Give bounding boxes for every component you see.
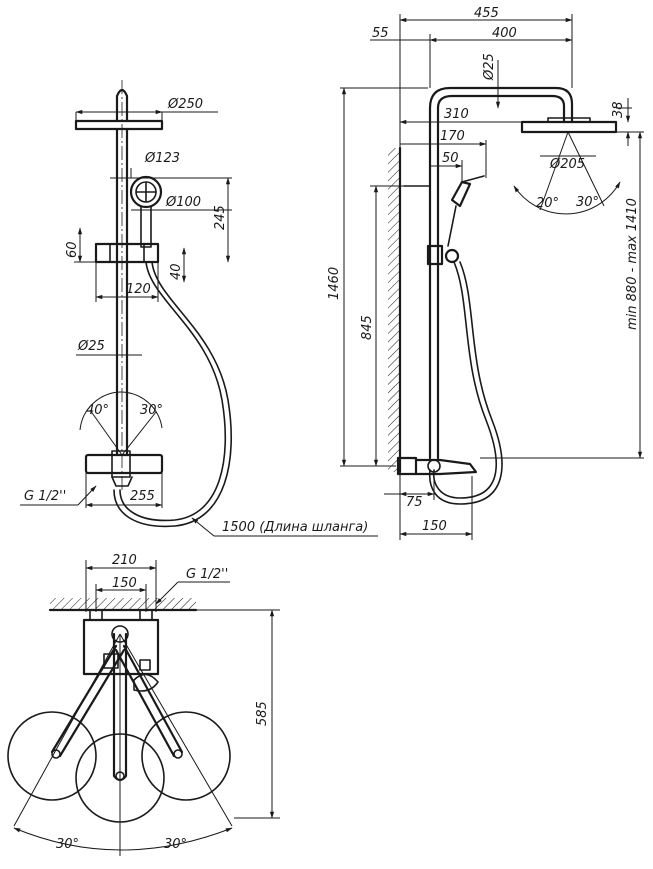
side-w75-label: 75 <box>406 495 423 510</box>
side-tilt-left-label: 20° <box>536 196 559 211</box>
front-w120-label: 120 <box>126 282 151 297</box>
front-angle-left-label: 40° <box>86 403 109 418</box>
front-dia-head-label: Ø250 <box>167 97 203 112</box>
side-w50-label: 50 <box>442 151 459 166</box>
front-view: Ø250 Ø123 Ø100 245 60 40 120 <box>20 80 378 537</box>
side-dia-arm-label: Ø25 <box>482 53 497 81</box>
side-w150-label: 150 <box>422 519 447 534</box>
side-w170-label: 170 <box>440 129 465 144</box>
side-h38-label: 38 <box>611 101 626 118</box>
front-h245-label: 245 <box>213 205 228 230</box>
side-h845-label: 845 <box>360 315 375 340</box>
front-dia-rod-label: Ø25 <box>77 339 105 354</box>
top-angle-right-label: 30° <box>164 837 187 852</box>
side-view: 20° 30° Ø205 455 55 400 Ø25 310 38 170 5… <box>327 6 644 540</box>
top-thread-label: G 1/2'' <box>186 567 228 582</box>
top-w210-label: 210 <box>112 553 137 568</box>
side-w55-label: 55 <box>372 26 389 41</box>
front-angle-right-label: 30° <box>140 403 163 418</box>
front-dia-holder-label: Ø100 <box>165 195 201 210</box>
side-w310-label: 310 <box>444 107 469 122</box>
side-h1460-label: 1460 <box>327 267 342 300</box>
top-view: 210 150 G 1/2'' <box>7 553 280 856</box>
front-h60-label: 60 <box>65 241 80 258</box>
front-thread-label: G 1/2'' <box>24 489 66 504</box>
side-dia-head-label: Ø205 <box>549 157 585 172</box>
side-tilt-right-label: 30° <box>576 195 599 210</box>
front-h40-label: 40 <box>169 263 184 280</box>
top-angle-left-label: 30° <box>56 837 79 852</box>
side-w455-label: 455 <box>474 6 499 21</box>
front-dia-hand-label: Ø123 <box>144 151 180 166</box>
side-h-range-label: min 880 - max 1410 <box>625 198 640 330</box>
side-w400-label: 400 <box>492 26 517 41</box>
top-h585-label: 585 <box>255 701 270 726</box>
front-hose-label: 1500 (Длина шланга) <box>222 520 368 535</box>
top-w150-label: 150 <box>112 576 137 591</box>
front-w255-label: 255 <box>130 489 155 504</box>
